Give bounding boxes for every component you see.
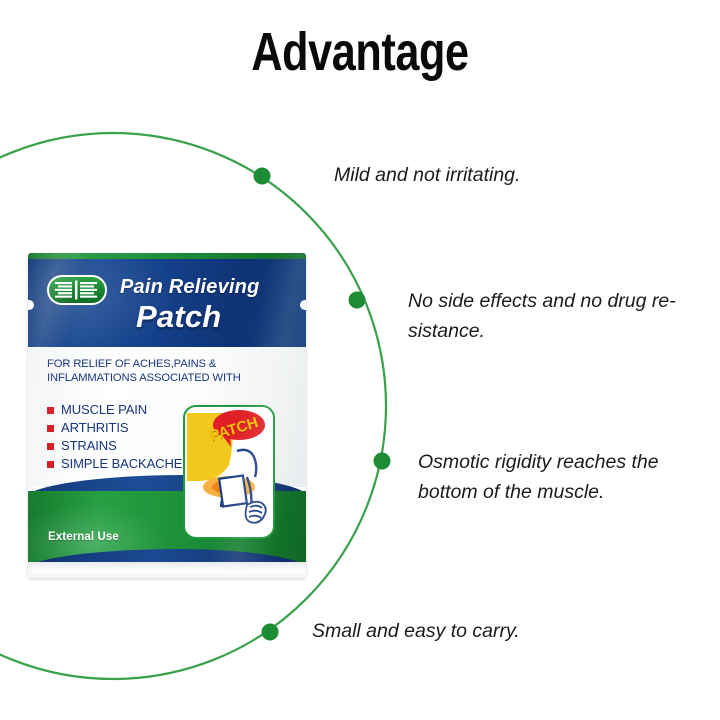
- bullet-icon: [47, 424, 54, 432]
- feature-text-2: No side effects and no drug re- sistance…: [408, 290, 676, 342]
- package-left-notch: [28, 300, 34, 310]
- package-usage-note: External Use: [48, 531, 119, 543]
- list-item: MUSCLE PAIN: [47, 401, 182, 419]
- brand-logo-icon: [47, 275, 107, 305]
- bullet-icon: [47, 442, 54, 450]
- package-condition-list: MUSCLE PAIN ARTHRITIS STRAINS SIMPLE BAC…: [47, 401, 182, 473]
- feature-text-3: Osmotic rigidity reaches the bottom of t…: [418, 451, 659, 503]
- page-title: Advantage: [251, 22, 469, 82]
- circle-node-1[interactable]: [253, 167, 271, 185]
- condition-label: ARTHRITIS: [61, 420, 129, 435]
- circle-node-3[interactable]: [373, 452, 391, 470]
- feature-text-4: Small and easy to carry.: [312, 620, 520, 642]
- condition-label: STRAINS: [61, 438, 117, 453]
- circle-outline: [0, 131, 388, 681]
- package-description: FOR RELIEF OF ACHES,PAINS & INFLAMMATION…: [47, 358, 241, 384]
- bullet-icon: [47, 406, 54, 414]
- package-brand-line: Pain Relieving: [120, 276, 260, 298]
- condition-label: SIMPLE BACKACHE: [61, 456, 183, 471]
- circle-node-4[interactable]: [261, 623, 279, 641]
- product-package-image: Pain Relieving Patch FOR RELIEF OF ACHES…: [28, 253, 306, 578]
- list-item: ARTHRITIS: [47, 419, 182, 437]
- package-body: Pain Relieving Patch FOR RELIEF OF ACHES…: [28, 253, 306, 578]
- package-top-strip: [28, 253, 306, 259]
- list-item: SIMPLE BACKACHE: [47, 455, 182, 473]
- circle-node-2[interactable]: [348, 291, 366, 309]
- feature-text-1: Mild and not irritating.: [334, 164, 521, 186]
- package-right-notch: [300, 300, 306, 310]
- condition-label: MUSCLE PAIN: [61, 402, 148, 417]
- package-product-line: Patch: [136, 299, 222, 334]
- package-illustration: PATCH: [183, 405, 275, 539]
- bullet-icon: [47, 460, 54, 468]
- list-item: STRAINS: [47, 437, 182, 455]
- package-bottom-lip: [28, 562, 306, 578]
